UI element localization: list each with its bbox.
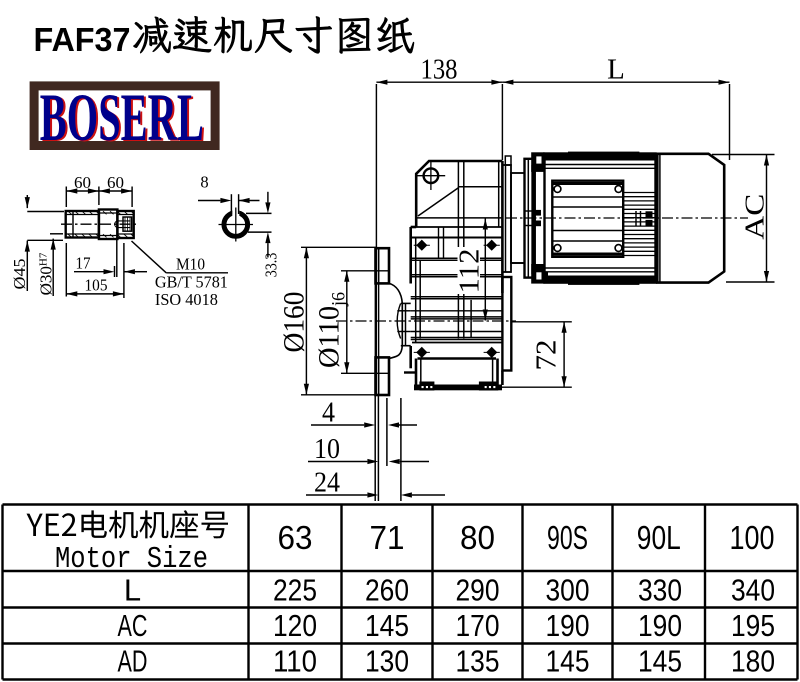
- svg-text:GB/T 5781: GB/T 5781: [155, 272, 228, 291]
- svg-text:300: 300: [546, 572, 590, 607]
- svg-text:Motor Size: Motor Size: [55, 542, 208, 577]
- svg-text:145: 145: [546, 643, 590, 678]
- svg-text:90L: 90L: [637, 519, 681, 556]
- svg-text:ISO 4018: ISO 4018: [155, 290, 218, 309]
- svg-text:138: 138: [421, 54, 458, 86]
- svg-text:145: 145: [638, 643, 682, 678]
- svg-text:170: 170: [456, 608, 500, 643]
- svg-text:AC: AC: [118, 608, 148, 643]
- svg-text:17: 17: [76, 254, 91, 273]
- svg-text:33.3: 33.3: [261, 253, 280, 278]
- svg-text:112: 112: [454, 249, 486, 294]
- svg-text:105: 105: [85, 276, 108, 295]
- svg-text:100: 100: [730, 519, 775, 556]
- svg-text:BOSERL: BOSERL: [42, 80, 206, 156]
- svg-text:AD: AD: [118, 643, 148, 678]
- svg-text:195: 195: [731, 608, 775, 643]
- svg-text:72: 72: [531, 340, 563, 371]
- svg-text:120: 120: [273, 608, 317, 643]
- svg-text:AC: AC: [739, 194, 770, 240]
- svg-text:M10: M10: [176, 255, 205, 274]
- svg-text:8: 8: [200, 173, 208, 192]
- svg-text:290: 290: [456, 572, 500, 607]
- svg-text:L: L: [124, 572, 141, 607]
- svg-text:145: 145: [365, 608, 409, 643]
- svg-text:80: 80: [460, 519, 495, 556]
- svg-text:10: 10: [314, 433, 340, 465]
- svg-text:190: 190: [638, 608, 682, 643]
- svg-text:130: 130: [365, 643, 409, 678]
- svg-text:135: 135: [456, 643, 500, 678]
- svg-text:71: 71: [370, 519, 405, 556]
- svg-text:Ø160: Ø160: [277, 292, 310, 353]
- svg-text:340: 340: [731, 572, 775, 607]
- svg-text:330: 330: [638, 572, 682, 607]
- svg-text:60: 60: [74, 173, 91, 192]
- svg-text:BOSERL: BOSERL: [40, 79, 204, 155]
- svg-text:24: 24: [314, 467, 340, 499]
- svg-text:225: 225: [273, 572, 317, 607]
- svg-text:4: 4: [322, 397, 335, 429]
- svg-text:190: 190: [546, 608, 590, 643]
- svg-text:63: 63: [278, 519, 313, 556]
- svg-text:L: L: [607, 54, 625, 86]
- svg-text:FAF37: FAF37: [34, 21, 131, 58]
- svg-text:Ø110j6: Ø110j6: [313, 292, 350, 368]
- svg-text:90S: 90S: [547, 519, 588, 556]
- svg-text:Ø45: Ø45: [10, 259, 29, 290]
- svg-text:180: 180: [731, 643, 775, 678]
- svg-text:110: 110: [273, 643, 317, 678]
- svg-text:60: 60: [107, 173, 124, 192]
- svg-text:260: 260: [365, 572, 409, 607]
